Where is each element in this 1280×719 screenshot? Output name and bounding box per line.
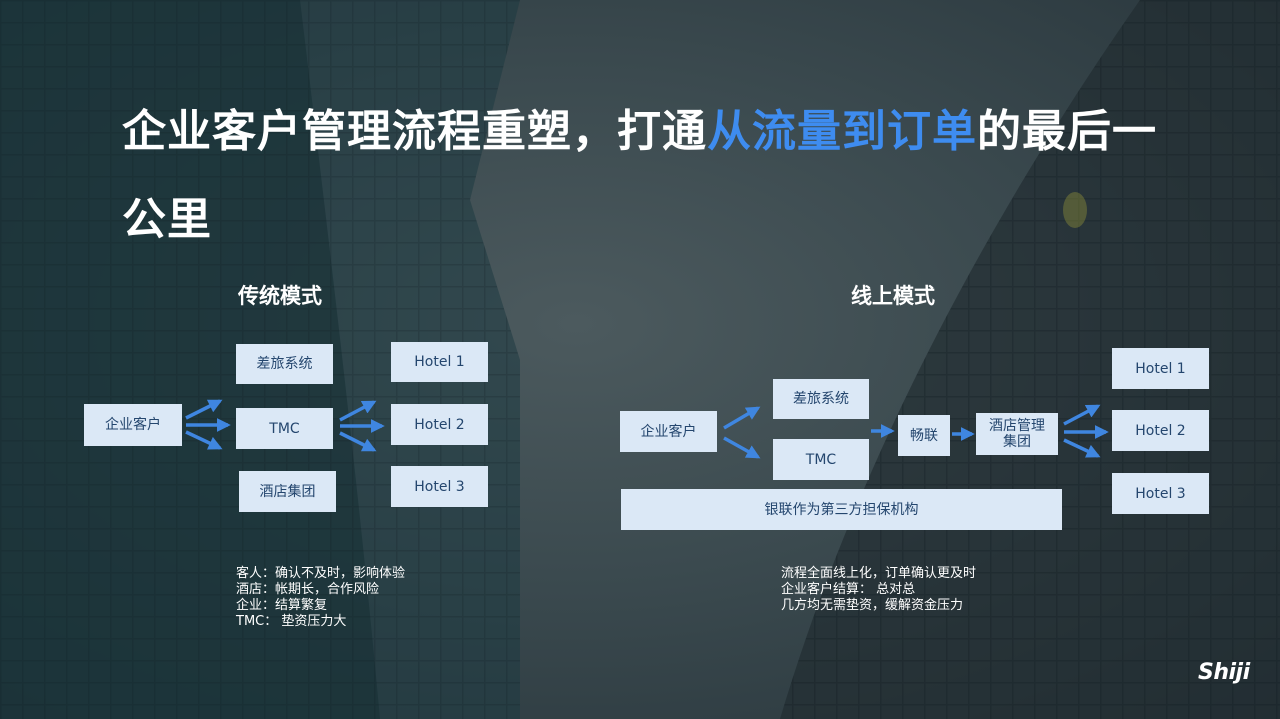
online-heading: 线上模式 — [851, 284, 935, 308]
title-part1: 企业客户管理流程重塑，打通 — [122, 106, 707, 157]
trad-client-box: 企业客户 — [84, 404, 182, 446]
online-hotel1-box: Hotel 1 — [1112, 348, 1209, 389]
online-hotel-mgmt-box: 酒店管理集团 — [976, 413, 1058, 455]
online-travel-box: 差旅系统 — [773, 379, 869, 419]
online-changlian-box: 畅联 — [898, 415, 950, 456]
online-unionpay-box: 银联作为第三方担保机构 — [621, 489, 1062, 530]
trad-hotel1-box: Hotel 1 — [391, 342, 488, 382]
trad-tmc-box: TMC — [236, 408, 333, 449]
trad-note: 企业：结算繁复 — [236, 598, 328, 613]
online-note: 几方均无需垫资，缓解资金压力 — [781, 598, 964, 613]
page-title: 企业客户管理流程重塑，打通从流量到订单的最后一公里 — [122, 88, 1182, 264]
traditional-notes: 客人：确认不及时，影响体验 酒店：帐期长，合作风险 企业：结算繁复 TMC： 垫… — [236, 566, 405, 630]
trad-hotel2-box: Hotel 2 — [391, 404, 488, 445]
online-hotel2-box: Hotel 2 — [1112, 410, 1209, 451]
trad-note: 酒店：帐期长，合作风险 — [236, 582, 380, 597]
shiji-logo: Shiji — [1198, 660, 1250, 685]
trad-note: TMC： 垫资压力大 — [236, 614, 347, 629]
trad-travel-box: 差旅系统 — [236, 344, 333, 384]
title-part2: 的最后一公里 — [122, 106, 1157, 245]
trad-hotel-group-box: 酒店集团 — [239, 471, 336, 512]
trad-note: 客人：确认不及时，影响体验 — [236, 566, 406, 581]
online-hotel3-box: Hotel 3 — [1112, 473, 1209, 514]
trad-hotel3-box: Hotel 3 — [391, 466, 488, 507]
online-note: 企业客户结算： 总对总 — [781, 582, 916, 597]
online-notes: 流程全面线上化，订单确认更及时 企业客户结算： 总对总 几方均无需垫资，缓解资金… — [781, 566, 976, 614]
traditional-heading: 传统模式 — [238, 284, 322, 308]
online-tmc-box: TMC — [773, 439, 869, 480]
online-client-box: 企业客户 — [620, 411, 717, 452]
title-highlight: 从流量到订单 — [707, 106, 977, 157]
online-note: 流程全面线上化，订单确认更及时 — [781, 566, 977, 581]
